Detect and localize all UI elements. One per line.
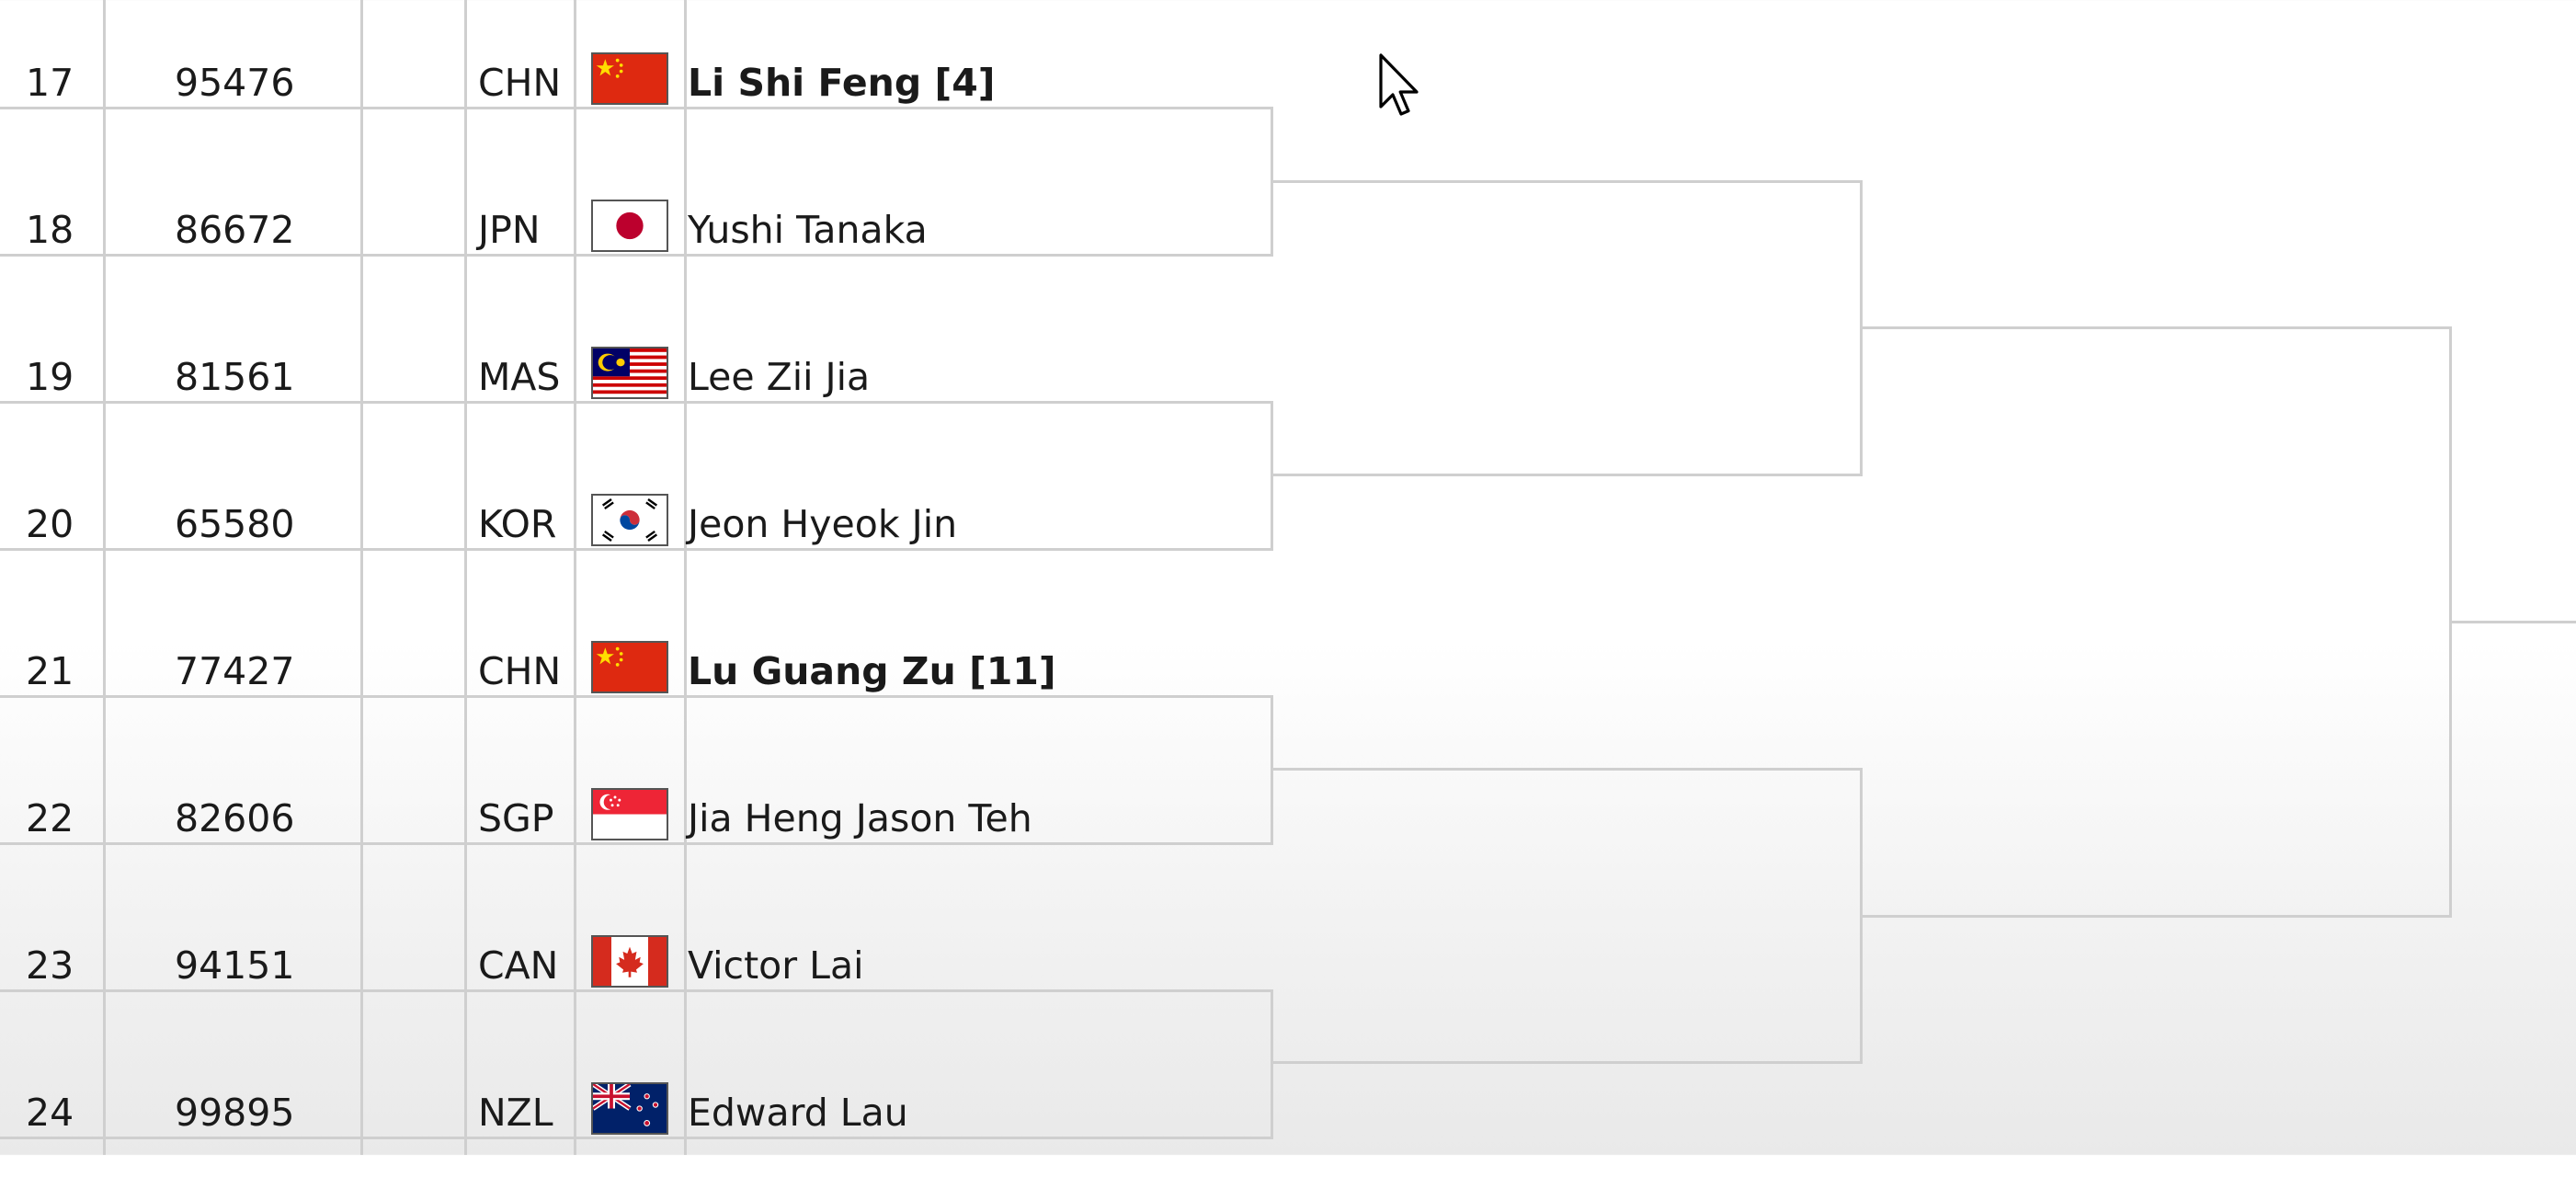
player-id: 77427 — [175, 649, 295, 693]
bracket-line — [0, 842, 1273, 845]
country-code: CAN — [478, 943, 559, 988]
country-code: KOR — [478, 502, 557, 546]
malaysia-flag-icon — [591, 347, 668, 399]
draw-position: 22 — [26, 796, 74, 840]
player-id: 86672 — [175, 208, 295, 252]
china-flag-icon — [591, 641, 668, 693]
country-code: CHN — [478, 649, 562, 693]
table-row[interactable]: 17 95476 CHN Li Shi Feng [4] — [0, 0, 1273, 147]
table-row[interactable]: 23 94151 CAN Victor Lai — [0, 883, 1273, 1030]
table-row[interactable]: 18 86672 JPN Yushi Tanaka — [0, 147, 1273, 294]
bracket-line — [1271, 695, 1273, 845]
korea-flag-icon — [591, 494, 668, 546]
draw-position: 23 — [26, 943, 74, 988]
china-flag-icon — [591, 52, 668, 105]
draw-position: 24 — [26, 1091, 74, 1135]
grid-line — [574, 0, 576, 1155]
japan-flag-icon — [591, 200, 668, 252]
player-id: 95476 — [175, 61, 295, 105]
new-zealand-flag-icon — [591, 1082, 668, 1135]
bracket-line — [1860, 768, 1863, 1064]
player-id: 81561 — [175, 355, 295, 399]
player-name[interactable]: Yushi Tanaka — [688, 208, 928, 252]
bracket-line — [2449, 326, 2452, 918]
bracket-line — [0, 254, 1273, 257]
table-row[interactable]: 19 81561 MAS Lee Zii Jia — [0, 294, 1273, 441]
draw-position: 20 — [26, 502, 74, 546]
player-id: 94151 — [175, 943, 295, 988]
table-row[interactable]: 21 77427 CHN Lu Guang Zu [11] — [0, 588, 1273, 736]
player-id: 65580 — [175, 502, 295, 546]
draw-position: 19 — [26, 355, 74, 399]
bracket-line — [1863, 326, 2452, 329]
draw-position: 17 — [26, 61, 74, 105]
draw-position: 18 — [26, 208, 74, 252]
player-name[interactable]: Edward Lau — [688, 1091, 908, 1135]
bracket-line — [1273, 768, 1863, 771]
player-id: 99895 — [175, 1091, 295, 1135]
bracket-line — [1271, 107, 1273, 257]
table-row[interactable]: 22 82606 SGP Jia Heng Jason Teh — [0, 736, 1273, 883]
bracket-line — [1273, 474, 1863, 476]
bracket-line — [1271, 401, 1273, 551]
country-code: MAS — [478, 355, 561, 399]
bracket-line — [1273, 180, 1863, 183]
bracket-line — [1273, 1061, 1863, 1064]
player-name[interactable]: Jia Heng Jason Teh — [688, 796, 1032, 840]
bracket-line — [1863, 915, 2452, 918]
bracket-line — [0, 695, 1273, 698]
table-row[interactable]: 20 65580 KOR Jeon Hyeok Jin — [0, 441, 1273, 588]
bracket-line — [0, 1137, 1273, 1139]
player-id: 82606 — [175, 796, 295, 840]
bracket-line — [0, 989, 1273, 992]
grid-line — [103, 0, 106, 1155]
player-name[interactable]: Lee Zii Jia — [688, 355, 871, 399]
country-code: NZL — [478, 1091, 553, 1135]
player-name[interactable]: Lu Guang Zu [11] — [688, 649, 1056, 693]
country-code: CHN — [478, 61, 562, 105]
player-name[interactable]: Jeon Hyeok Jin — [688, 502, 958, 546]
grid-line — [684, 0, 687, 1155]
mouse-pointer-icon — [1377, 51, 1425, 121]
country-code: SGP — [478, 796, 554, 840]
player-name[interactable]: Victor Lai — [688, 943, 864, 988]
bracket-line — [1271, 989, 1273, 1139]
bracket-line — [0, 107, 1273, 109]
bracket-line — [0, 401, 1273, 404]
player-name[interactable]: Li Shi Feng [4] — [688, 61, 996, 105]
singapore-flag-icon — [591, 788, 668, 840]
draw-position: 21 — [26, 649, 74, 693]
grid-line — [464, 0, 467, 1155]
bracket-line — [1860, 180, 1863, 476]
grid-line — [360, 0, 363, 1155]
country-code: JPN — [478, 208, 541, 252]
table-row[interactable]: 24 99895 NZL Edward Lau — [0, 1030, 1273, 1177]
bracket-line — [0, 548, 1273, 551]
bracket-line — [2452, 621, 2576, 623]
canada-flag-icon — [591, 935, 668, 988]
